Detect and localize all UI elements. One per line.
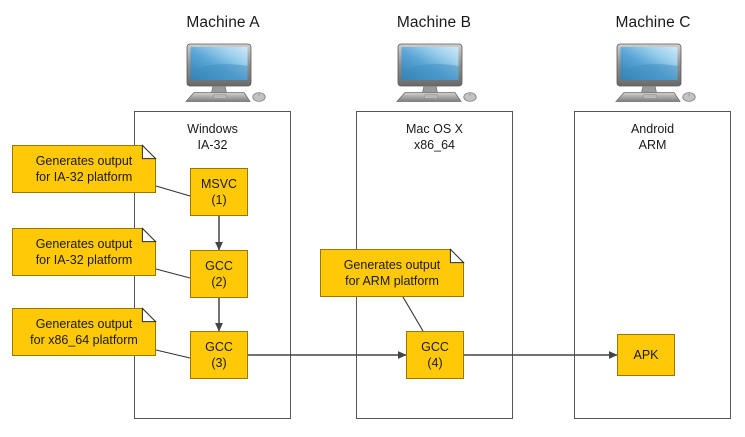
- process-index: (1): [211, 193, 227, 207]
- process-index: (3): [211, 356, 227, 370]
- annotation-note-3: Generates output for ARM platform: [320, 248, 465, 297]
- machine-os-label-machine-a: Windows IA-32: [187, 122, 238, 152]
- process-box-apk[interactable]: APK: [617, 334, 675, 376]
- process-label: APK: [633, 348, 659, 362]
- machine-os-label-machine-b: Mac OS X x86_64: [406, 122, 463, 152]
- process-index: (4): [427, 356, 443, 370]
- annotation-note-0: Generates output for IA-32 platform: [12, 144, 157, 193]
- note-fold-crease: [141, 144, 157, 160]
- note-fold-crease: [449, 248, 465, 264]
- machine-title-machine-a: Machine A: [186, 14, 260, 31]
- note-text: Generates output for IA-32 platform: [35, 154, 133, 184]
- desktop-computer-icon: [178, 42, 268, 104]
- process-box-gcc2[interactable]: GCC (2): [190, 250, 248, 298]
- process-box-gcc3[interactable]: GCC (3): [190, 331, 248, 379]
- process-box-gcc4[interactable]: GCC (4): [406, 331, 464, 379]
- note-body: [12, 308, 156, 356]
- note-fold-crease: [141, 227, 157, 243]
- note-text: Generates output for ARM platform: [343, 258, 441, 288]
- process-box-msvc1[interactable]: MSVC (1): [190, 168, 248, 216]
- annotation-note-2: Generates output for x86_64 platform: [12, 307, 157, 356]
- note-body: [320, 249, 464, 297]
- desktop-computer-icon: [608, 42, 698, 104]
- desktop-computer-icon-svg: [615, 43, 696, 102]
- note-text: Generates output for x86_64 platform: [30, 317, 138, 347]
- note-body: [12, 228, 156, 276]
- machine-title-machine-b: Machine B: [396, 14, 472, 31]
- machine-title-machine-c: Machine C: [615, 14, 691, 31]
- note-body: [12, 145, 156, 193]
- desktop-computer-icon: [389, 42, 479, 104]
- note-fold-crease: [141, 307, 157, 323]
- process-label: GCC: [205, 340, 233, 354]
- process-label: GCC: [205, 259, 233, 273]
- annotation-note-1: Generates output for IA-32 platform: [12, 227, 157, 276]
- desktop-computer-icon-svg: [396, 43, 477, 102]
- note-text: Generates output for IA-32 platform: [35, 237, 133, 267]
- process-label: GCC: [421, 340, 449, 354]
- process-label: MSVC: [200, 177, 238, 191]
- machine-os-label-machine-c: Android ARM: [630, 122, 675, 152]
- process-index: (2): [211, 275, 227, 289]
- desktop-computer-icon-svg: [185, 43, 266, 102]
